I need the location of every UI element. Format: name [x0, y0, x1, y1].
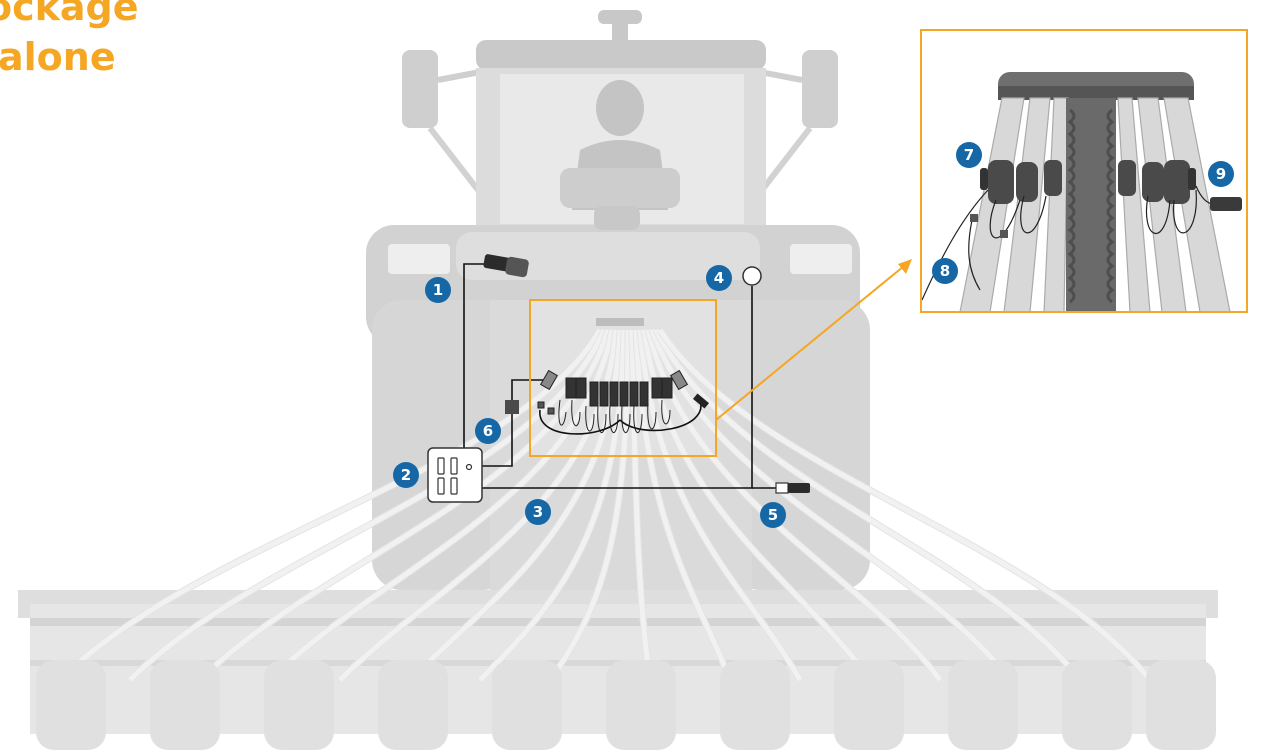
- callout-label-2: 2: [401, 466, 411, 484]
- callout-badge-5: 5: [760, 502, 786, 528]
- callout-badge-6: 6: [475, 418, 501, 444]
- sensor-circle: [742, 266, 762, 286]
- callout-badge-7: 7: [956, 142, 982, 168]
- callout-label-3: 3: [533, 503, 543, 521]
- callout-label-1: 1: [433, 281, 443, 299]
- connector-component: [483, 254, 529, 278]
- callout-badge-3: 3: [525, 499, 551, 525]
- callout-label-8: 8: [940, 262, 950, 280]
- callout-label-7: 7: [964, 146, 974, 164]
- junction-box: [505, 400, 519, 414]
- control-module: [427, 447, 483, 503]
- callout-label-4: 4: [714, 269, 724, 287]
- hose-sensors: [537, 369, 709, 434]
- highlight-box: [529, 299, 717, 457]
- callout-badge-1: 1: [425, 277, 451, 303]
- tractor-illustration: [366, 10, 870, 590]
- wiring: [463, 263, 776, 489]
- callout-badge-9: 9: [1208, 161, 1234, 187]
- title-line-1: ockage: [0, 0, 139, 29]
- callout-label-5: 5: [768, 506, 778, 524]
- drill-wheels: [36, 660, 1216, 750]
- title-line-2: alone: [0, 35, 116, 79]
- callout-arrow: [715, 259, 912, 421]
- callout-badge-8: 8: [932, 258, 958, 284]
- callout-label-6: 6: [483, 422, 493, 440]
- inset-detail: [920, 29, 1248, 313]
- plug-component: [775, 482, 810, 494]
- callout-badge-2: 2: [393, 462, 419, 488]
- callout-label-9: 9: [1216, 165, 1226, 183]
- callout-badge-4: 4: [706, 265, 732, 291]
